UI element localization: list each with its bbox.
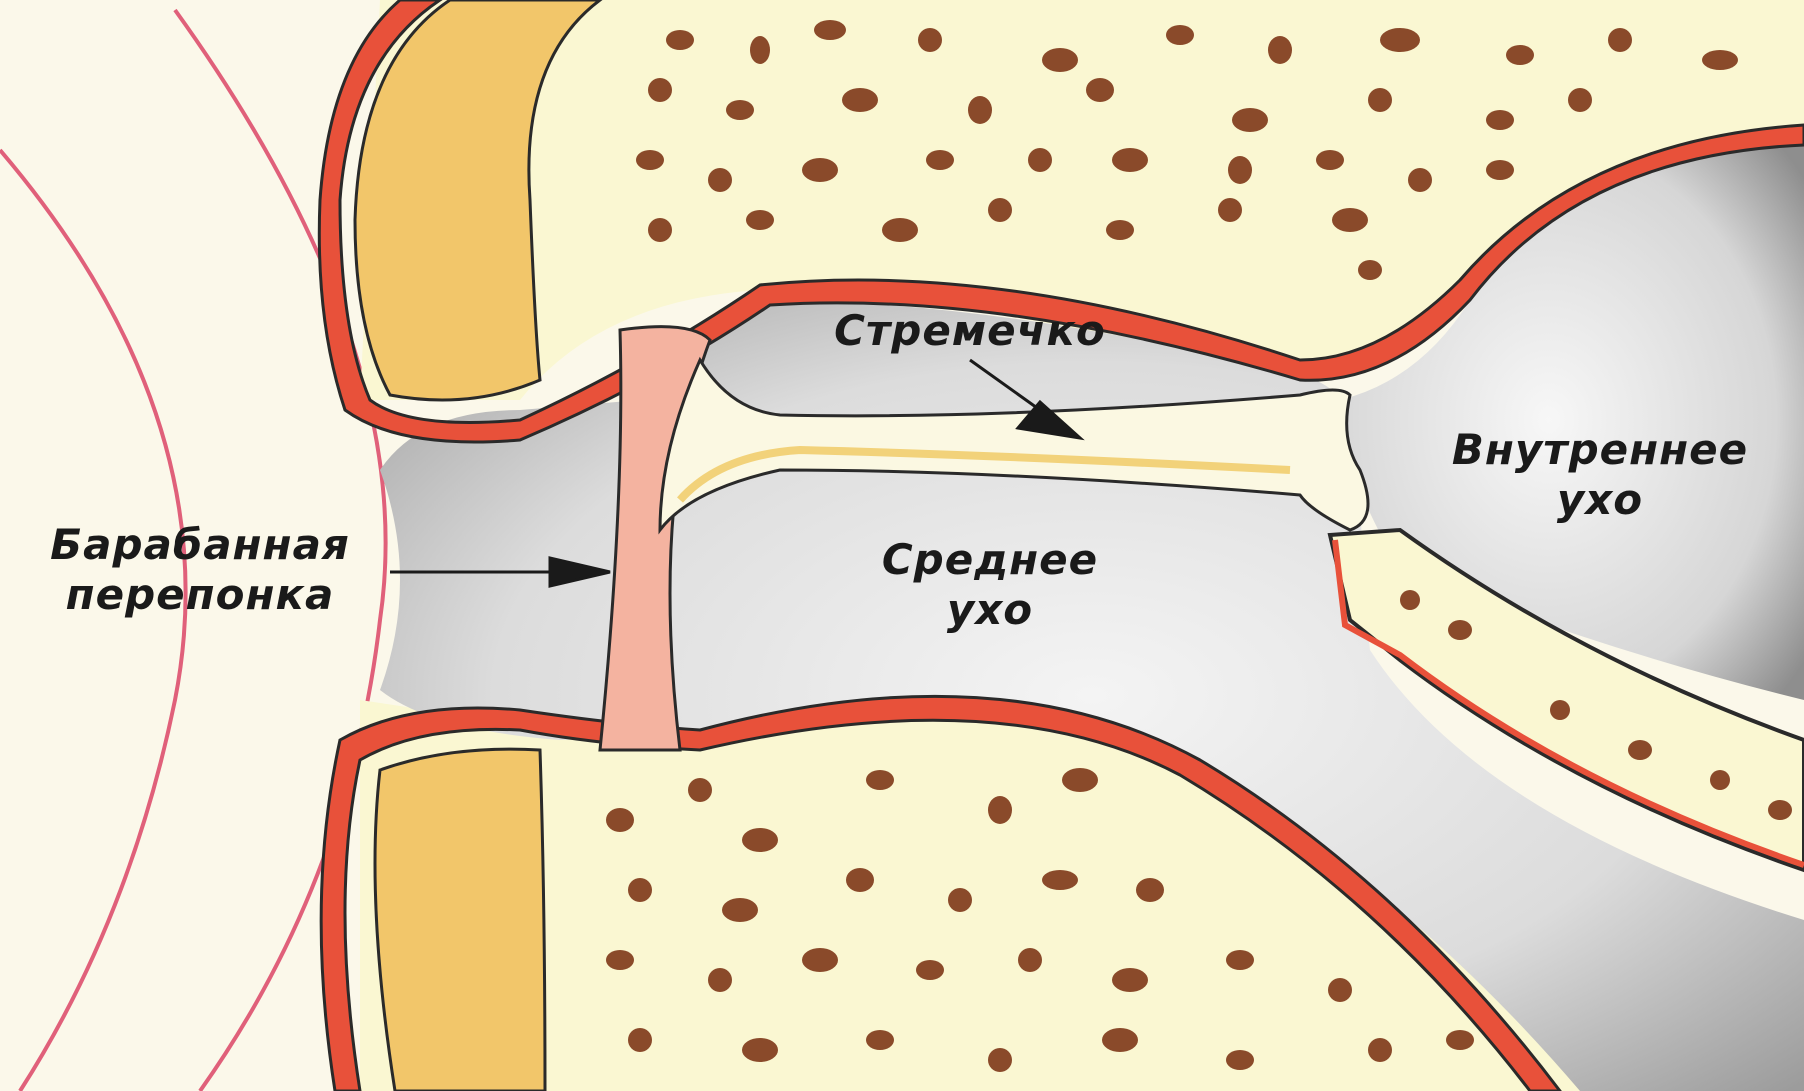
label-inner-ear-line1: Внутреннее <box>1410 425 1790 475</box>
label-inner-ear: Внутреннее ухо <box>1410 425 1790 525</box>
label-eardrum-line2: перепонка <box>20 570 380 620</box>
lower-cartilage <box>375 749 545 1091</box>
label-middle-ear-line1: Среднее <box>840 535 1140 585</box>
label-eardrum-line1: Барабанная <box>20 520 380 570</box>
label-inner-ear-line2: ухо <box>1410 475 1790 525</box>
label-stapes: Стремечко <box>800 306 1140 356</box>
label-middle-ear-line2: ухо <box>840 585 1140 635</box>
label-eardrum: Барабанная перепонка <box>20 520 380 620</box>
label-middle-ear: Среднее ухо <box>840 535 1140 635</box>
